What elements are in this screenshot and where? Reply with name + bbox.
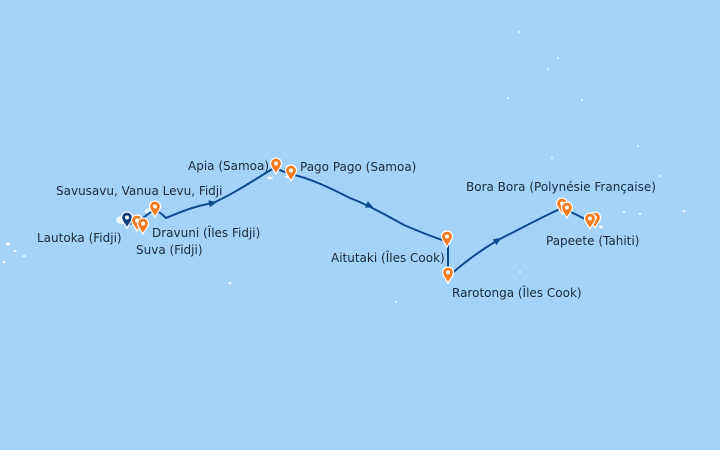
- port-pin-rarotonga[interactable]: [441, 266, 455, 285]
- port-pin-savusavu[interactable]: [148, 200, 162, 219]
- island-4: [22, 255, 26, 257]
- port-pins-layer: [120, 157, 602, 285]
- port-label-lautoka[interactable]: Lautoka (Fidji): [37, 231, 122, 245]
- island-26: [519, 271, 521, 273]
- island-16: [682, 210, 686, 212]
- island-25: [395, 301, 397, 303]
- port-label-aitutaki[interactable]: Aitutaki (Îles Cook): [331, 251, 445, 265]
- island-3: [13, 250, 17, 252]
- island-18: [557, 57, 559, 59]
- island-17: [518, 31, 520, 33]
- port-label-suva[interactable]: Suva (Fidji): [136, 243, 203, 257]
- island-14: [622, 211, 626, 213]
- island-21: [507, 97, 509, 99]
- port-pin-apia[interactable]: [269, 157, 283, 176]
- route-arrow-2: [492, 237, 502, 246]
- island-19: [547, 68, 549, 70]
- island-2: [6, 242, 10, 246]
- port-label-bora-bora[interactable]: Bora Bora (Polynésie Française): [466, 180, 656, 194]
- port-pin-pago-pago[interactable]: [284, 164, 298, 183]
- port-label-pago-pago[interactable]: Pago Pago (Samoa): [300, 160, 417, 174]
- port-label-papeete[interactable]: Papeete (Tahiti): [546, 234, 640, 248]
- route-arrow-1: [364, 201, 374, 208]
- route-direction-arrows: [208, 200, 502, 246]
- route-arrow-0: [208, 200, 217, 208]
- island-13: [599, 225, 603, 229]
- port-label-apia[interactable]: Apia (Samoa): [188, 159, 270, 173]
- island-22: [551, 157, 553, 159]
- island-20: [581, 99, 583, 101]
- port-pin-extra-papeete[interactable]: [583, 212, 597, 231]
- port-pin-extra-bora-bora[interactable]: [560, 201, 574, 220]
- island-5: [2, 261, 6, 263]
- island-15: [638, 213, 642, 215]
- port-label-savusavu[interactable]: Savusavu, Vanua Levu, Fidji: [56, 184, 223, 198]
- island-6: [228, 282, 232, 284]
- island-24: [659, 175, 661, 177]
- port-pin-suva[interactable]: [136, 217, 150, 236]
- port-label-rarotonga[interactable]: Rarotonga (Îles Cook): [452, 286, 582, 300]
- port-pin-lautoka[interactable]: [120, 211, 134, 230]
- island-7: [267, 176, 273, 180]
- port-pin-aitutaki[interactable]: [440, 230, 454, 249]
- island-23: [637, 145, 639, 147]
- port-label-dravuni[interactable]: Dravuni (Îles Fidji): [152, 226, 261, 240]
